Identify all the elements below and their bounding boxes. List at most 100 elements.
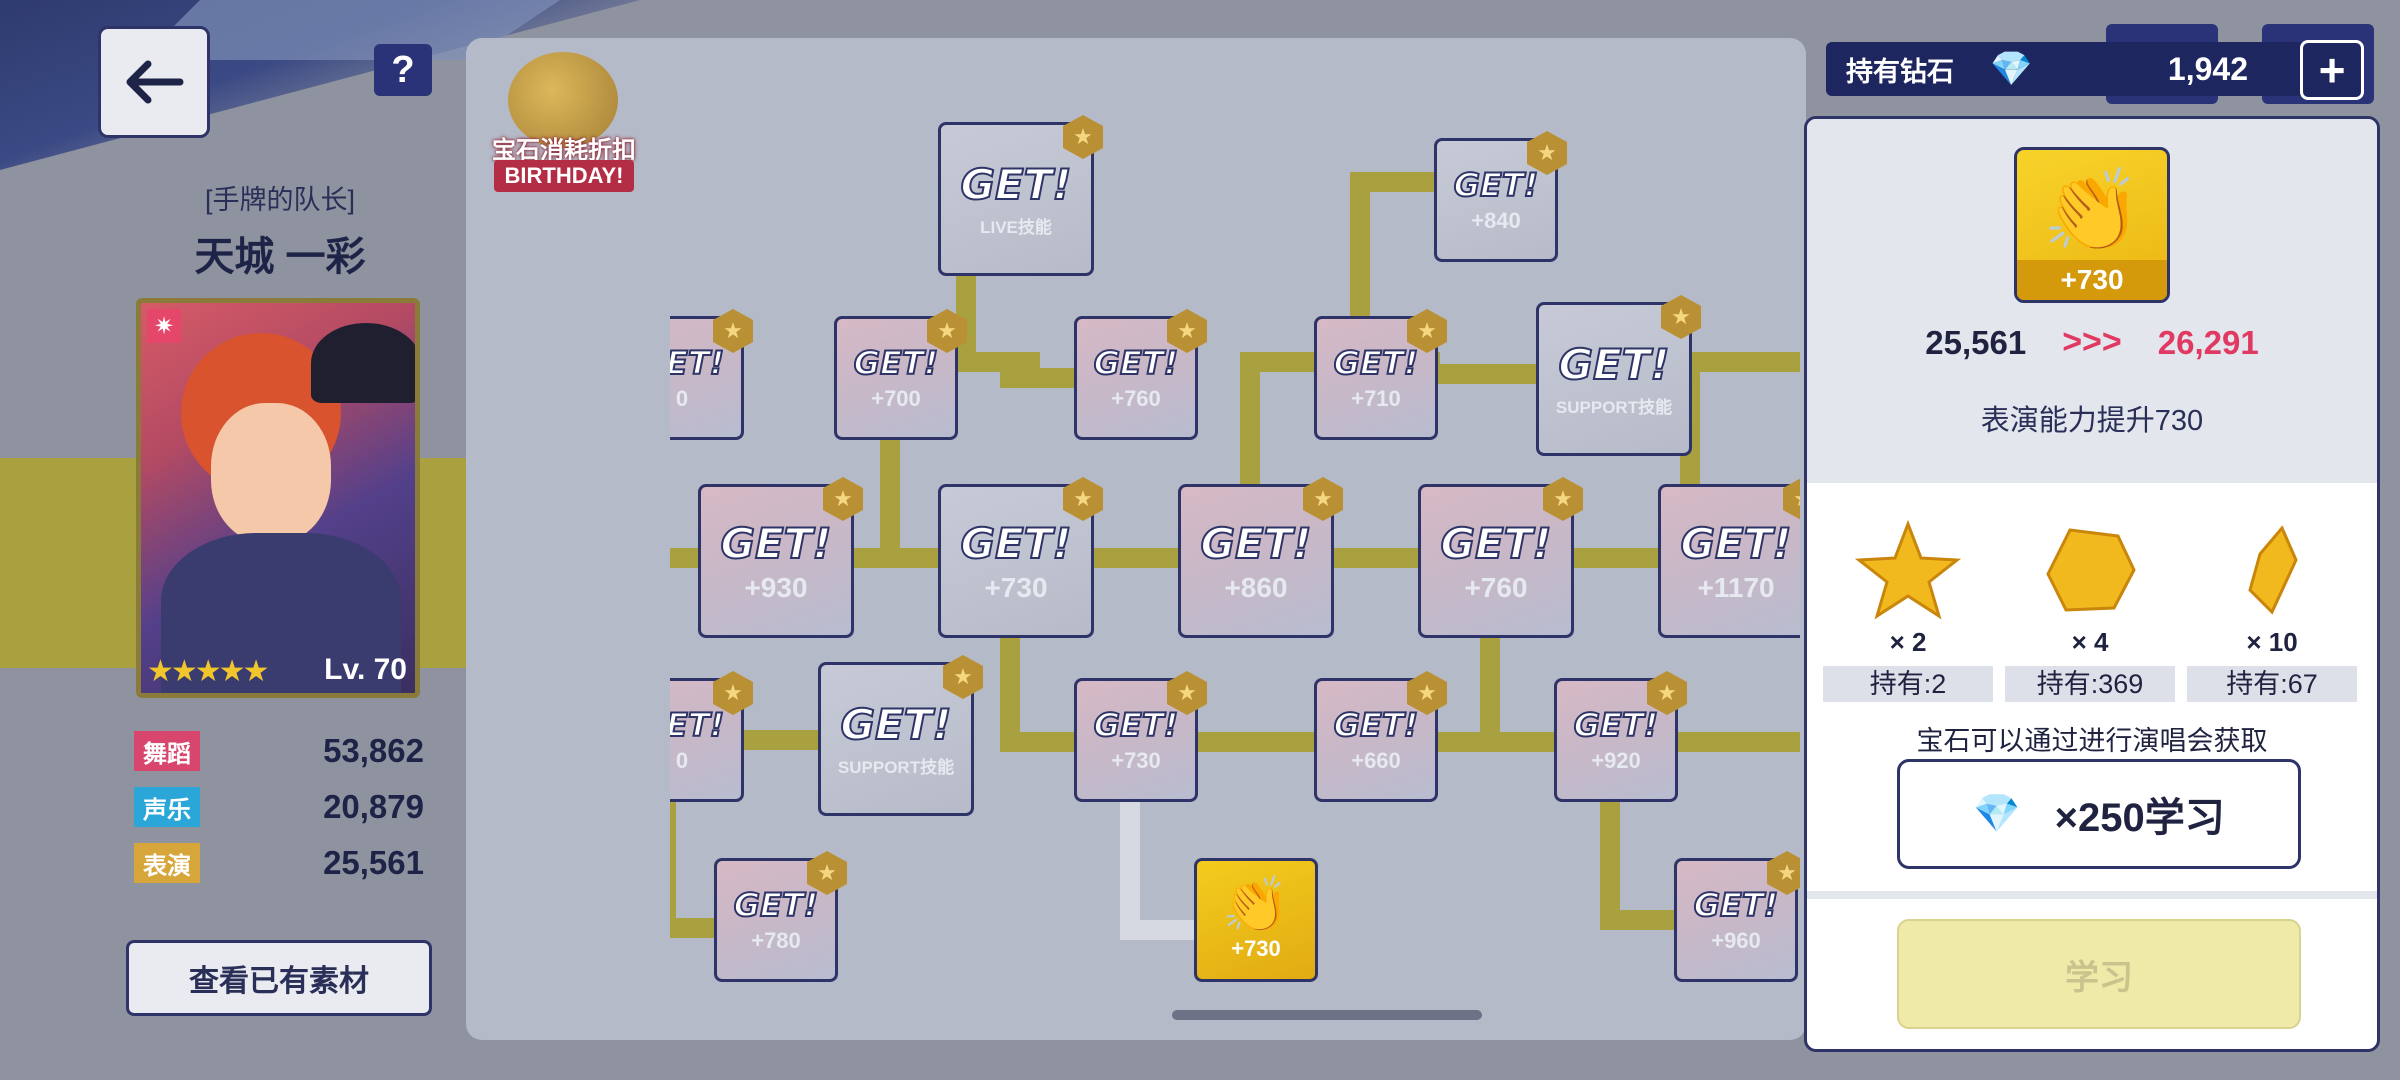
- card-art-hat: [311, 323, 415, 403]
- stat-value: 25,561: [323, 844, 424, 881]
- star-badge-icon: ★: [1783, 477, 1800, 521]
- star-badge-icon: ★: [927, 309, 967, 353]
- node-value: 0: [675, 386, 689, 411]
- material-owned: 持有:2: [1823, 666, 1993, 702]
- shard-gem-icon: [2187, 515, 2357, 625]
- skill-description: 表演能力提升730: [1980, 405, 2204, 437]
- skill-node[interactable]: GET! +760 ★: [1074, 309, 1207, 440]
- skill-detail-panel: 👏 +730 25,561 >>> 26,291 表演能力提升730 × 2 持…: [1804, 116, 2380, 1052]
- node-value: +760: [1464, 571, 1528, 603]
- get-label: GET!: [1333, 343, 1420, 383]
- diamond-label: 持有钻石: [1846, 56, 1954, 87]
- node-value: +780: [751, 928, 801, 953]
- skill-node[interactable]: GET! +920 ★: [1554, 671, 1687, 802]
- skill-node[interactable]: GET! +730 ★: [938, 477, 1103, 638]
- learn-button-disabled[interactable]: 学习: [1897, 919, 2301, 1029]
- birthday-discount-badge[interactable]: 宝石消耗折扣 BIRTHDAY!: [484, 52, 644, 192]
- node-value: +920: [1591, 748, 1641, 773]
- node-value: +730: [1111, 748, 1161, 773]
- stat-label: 表演: [134, 843, 200, 883]
- node-value: +700: [871, 386, 921, 411]
- skill-node[interactable]: GET! +840 ★: [1434, 131, 1567, 262]
- star-badge-icon: ★: [1661, 295, 1701, 339]
- node-value: +860: [1224, 571, 1288, 603]
- stat-value: 53,862: [323, 732, 424, 769]
- skill-node-selected[interactable]: 👏 +730: [1194, 858, 1318, 982]
- skill-node[interactable]: GET! +730 ★: [1074, 671, 1207, 802]
- skill-node[interactable]: GET! +660 ★: [1314, 671, 1447, 802]
- view-materials-button[interactable]: 查看已有素材: [126, 940, 432, 1016]
- node-value: +930: [744, 571, 808, 603]
- skill-node[interactable]: GET! +860 ★: [1178, 477, 1343, 638]
- help-button[interactable]: ?: [374, 44, 432, 96]
- get-label: GET!: [670, 343, 725, 383]
- skill-node-support[interactable]: GET! SUPPORT技能 ★: [1536, 295, 1701, 456]
- diamond-icon: 💎: [1990, 50, 2033, 88]
- node-value: LIVE技能: [980, 218, 1052, 237]
- get-label: GET!: [1453, 165, 1540, 205]
- character-name: 天城 一彩: [194, 235, 366, 279]
- star-badge-icon: ★: [1303, 477, 1343, 521]
- get-label: GET!: [1093, 343, 1180, 383]
- get-label: GET!: [720, 518, 833, 569]
- material-qty: × 2: [1889, 627, 1927, 657]
- back-button[interactable]: [98, 26, 210, 138]
- skill-node[interactable]: GET! +760 ★: [1418, 477, 1583, 638]
- node-value: +710: [1351, 386, 1401, 411]
- add-diamonds-button[interactable]: +: [2300, 40, 2364, 100]
- path-vertical: [670, 750, 676, 930]
- get-label: GET!: [853, 343, 940, 383]
- stat-row-performance: 表演 25,561: [134, 840, 424, 886]
- material-owned: 持有:67: [2187, 666, 2357, 702]
- skill-node-partial[interactable]: GET! 0 ★: [670, 309, 753, 440]
- material-star-gem: × 2 持有:2: [1823, 515, 1993, 702]
- skill-node[interactable]: GET! +710 ★: [1314, 309, 1447, 440]
- get-label: GET!: [1333, 705, 1420, 745]
- node-value: SUPPORT技能: [837, 758, 955, 777]
- promo-label: 宝石消耗折扣: [492, 137, 636, 164]
- skill-node[interactable]: GET! +780 ★: [714, 851, 847, 982]
- clap-hands-icon: 👏: [2042, 166, 2142, 255]
- get-label: GET!: [733, 885, 820, 925]
- gem-cluster-icon: [508, 52, 618, 148]
- stat-change: 25,561 >>> 26,291: [1807, 323, 2377, 362]
- diamond-icon: 💎: [1973, 793, 2021, 835]
- skill-node-live[interactable]: GET! LIVE技能 ★: [938, 115, 1103, 276]
- material-owned: 持有:369: [2005, 666, 2175, 702]
- learn-with-diamonds-label: ×250学习: [2054, 796, 2225, 840]
- node-value: +760: [1111, 386, 1161, 411]
- star-badge-icon: ★: [823, 477, 863, 521]
- material-large-gem: × 4 持有:369: [2005, 515, 2175, 702]
- get-label: GET!: [1693, 885, 1780, 925]
- skill-node-partial[interactable]: GET! 0 ★: [670, 671, 753, 802]
- arrow-icon: >>>: [2062, 323, 2122, 361]
- stat-label: 声乐: [134, 787, 200, 827]
- star-badge-icon: ★: [943, 655, 983, 699]
- skill-node-support[interactable]: GET! SUPPORT技能 ★: [818, 655, 983, 816]
- learn-with-diamonds-button[interactable]: 💎 ×250学习: [1897, 759, 2301, 869]
- stat-label: 舞蹈: [134, 731, 200, 771]
- skill-node[interactable]: GET! +930 ★: [698, 477, 863, 638]
- material-shard-gem: × 10 持有:67: [2187, 515, 2357, 702]
- skill-value: +730: [2017, 260, 2167, 300]
- skill-node[interactable]: GET! +1170 ★: [1658, 477, 1800, 638]
- skill-node[interactable]: GET! +700 ★: [834, 309, 967, 440]
- node-value: +730: [984, 571, 1048, 603]
- path-vertical-inactive: [1120, 800, 1140, 940]
- skill-tree[interactable]: GET! LIVE技能 ★ GET! +840 ★ GET! 0 ★ GET! …: [670, 100, 1800, 1000]
- get-label: GET!: [1680, 518, 1793, 569]
- character-card[interactable]: ✷ ★★★★★ Lv. 70: [136, 298, 420, 698]
- get-label: GET!: [960, 159, 1073, 210]
- arrow-left-icon: [126, 60, 184, 104]
- material-qty: × 4: [2071, 627, 2109, 657]
- required-materials: × 2 持有:2 × 4 持有:369 × 10 持有:67: [1823, 515, 2367, 702]
- card-art-coat: [161, 533, 401, 693]
- get-label: GET!: [840, 699, 953, 750]
- stat-before: 25,561: [1925, 323, 2027, 361]
- node-value: SUPPORT技能: [1555, 398, 1673, 417]
- clap-hands-icon: 👏: [1222, 875, 1290, 935]
- skill-node[interactable]: GET! +960 ★: [1674, 851, 1800, 982]
- star-badge-icon: ★: [1063, 115, 1103, 159]
- board-scrollbar[interactable]: [1172, 1010, 1482, 1020]
- divider: [1807, 891, 2377, 899]
